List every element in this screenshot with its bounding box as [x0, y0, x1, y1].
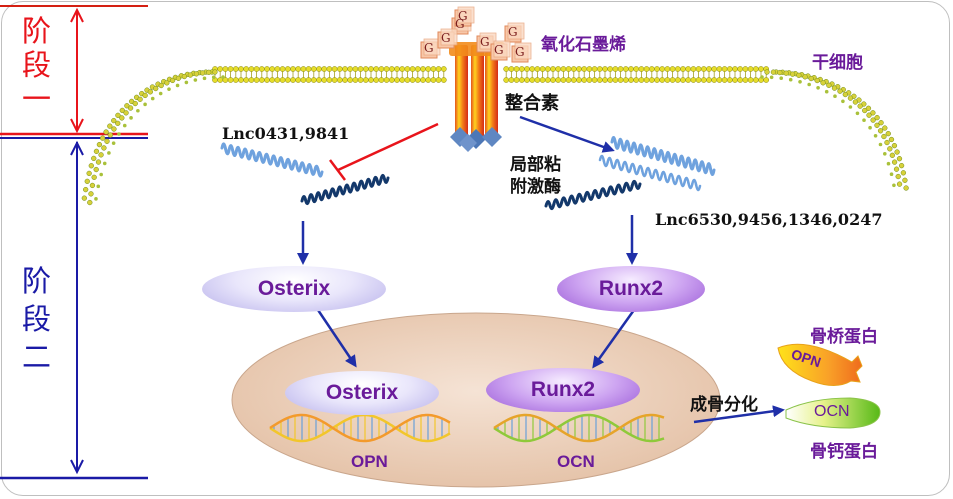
lnc-right-helix-light: [598, 135, 716, 192]
g-box-label: G: [508, 25, 518, 39]
opn-gene-label: OPN: [351, 452, 388, 471]
fak-label-line1: 局部粘: [510, 155, 561, 175]
activation-arrows: [297, 115, 785, 424]
stage-two-bracket: [0, 137, 148, 480]
stage-one-bracket: [0, 5, 148, 136]
ocn-gene-label: OCN: [557, 452, 595, 471]
graphene-oxide-label: 氧化石墨烯: [541, 35, 626, 55]
ocn-protein-shape: [785, 397, 881, 429]
lnc-left-label: Lnc0431,9841: [222, 124, 350, 143]
runx2-nuclear-pill: Runx2: [486, 368, 640, 412]
runx2-cytoplasm-pill: Runx2: [557, 266, 705, 312]
g-box-label: G: [424, 41, 434, 55]
osterix-nuclear-pill: Osterix: [285, 371, 439, 415]
lnc-left-helix-dark: [300, 173, 390, 206]
graphene-oxide-cluster: [420, 6, 532, 63]
osterix-cytoplasm-pill: Osterix: [202, 266, 386, 312]
g-box-label: G: [455, 17, 465, 31]
g-box-label: G: [494, 43, 504, 57]
dna-helix-right: [493, 413, 665, 443]
ocn-protein-text: OCN: [814, 403, 850, 420]
stage-one-label: 阶段一: [22, 14, 52, 116]
fak-label-line2: 附激酶: [510, 177, 561, 197]
inhibition-arrow: [329, 122, 439, 181]
g-box-label: G: [480, 35, 490, 49]
g-box-label: G: [515, 45, 525, 59]
integrin-label: 整合素: [505, 93, 559, 114]
stem-cell-label: 干细胞: [812, 53, 863, 73]
lnc-right-helix-dark: [544, 179, 642, 211]
stage-two-label: 阶段二: [22, 264, 52, 374]
osteogenic-differentiation-label: 成骨分化: [690, 395, 758, 415]
opn-protein-label: 骨桥蛋白: [810, 327, 878, 347]
cell-membrane: [81, 66, 909, 206]
ocn-protein-label: 骨钙蛋白: [810, 442, 878, 462]
g-box-label: G: [458, 9, 468, 23]
g-box-label: G: [441, 31, 451, 45]
lnc-right-label: Lnc6530,9456,1346,0247: [655, 210, 883, 229]
dna-helix-left: [269, 413, 451, 443]
lnc-left-helix-light: [220, 142, 324, 178]
opn-protein-shape: [777, 343, 863, 386]
